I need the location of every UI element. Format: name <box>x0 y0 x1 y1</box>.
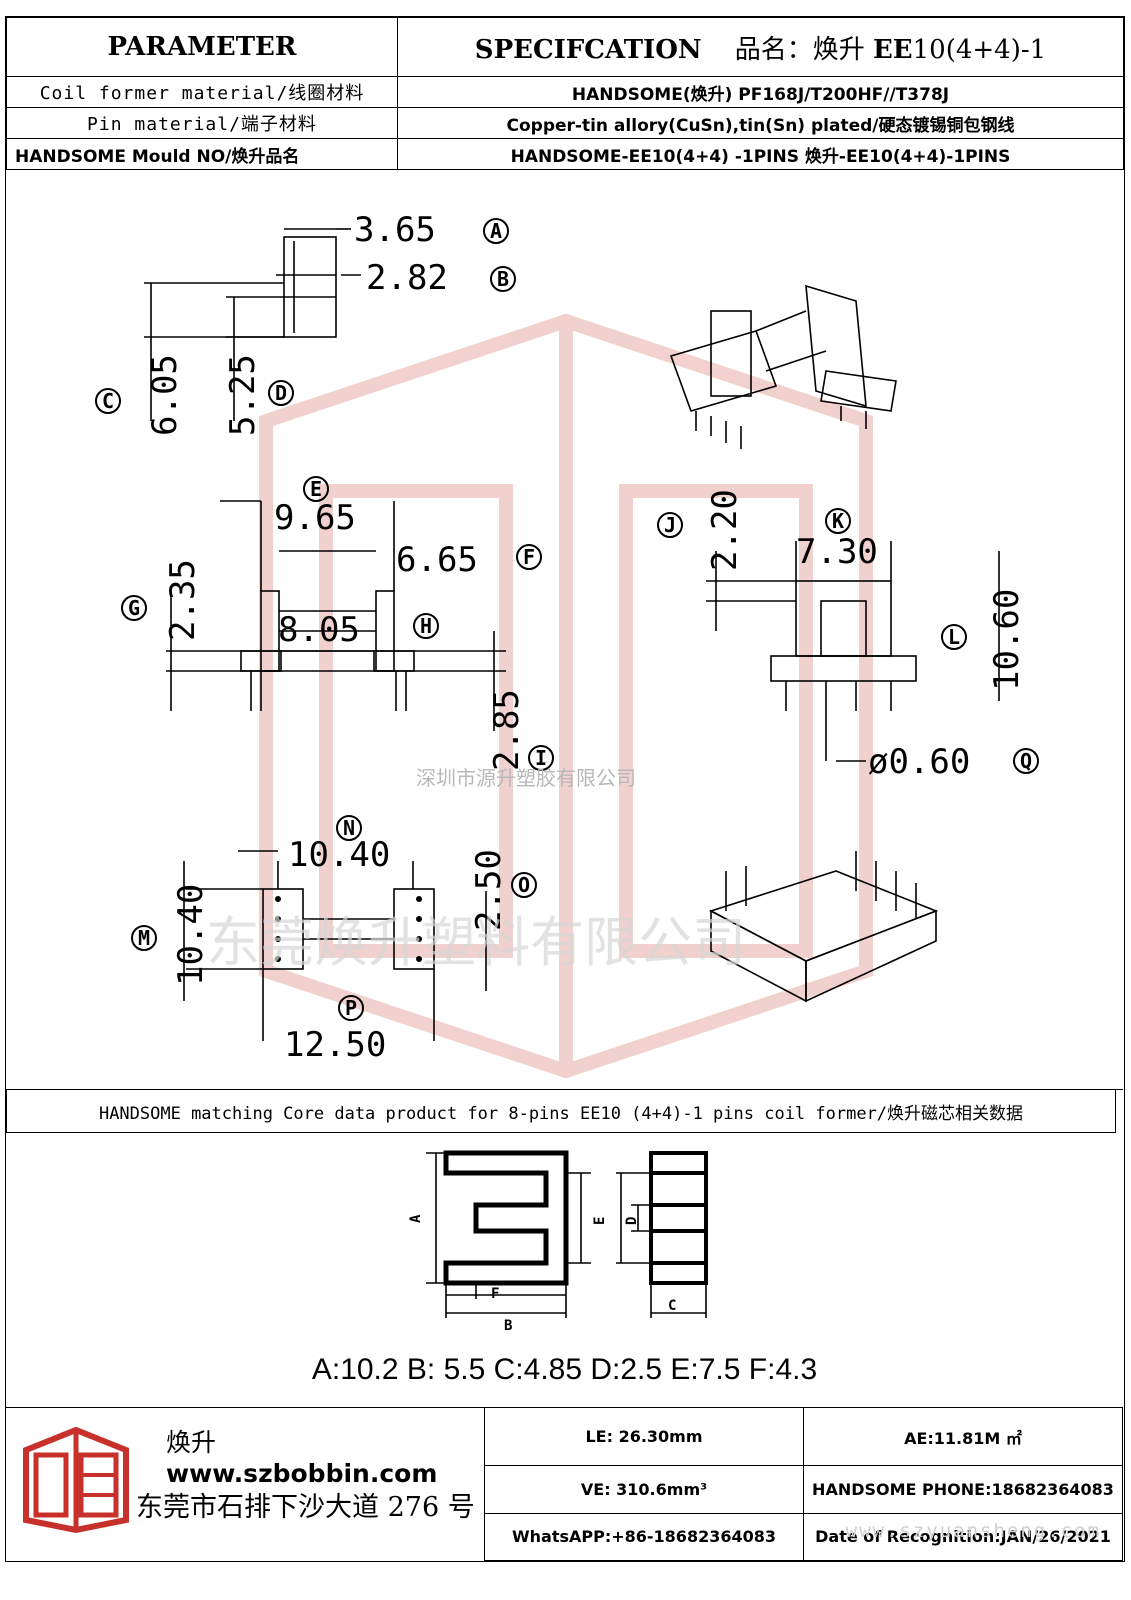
circle-G: G <box>121 595 147 621</box>
pin-material-value: Copper-tin allory(CuSn),tin(Sn) plated/硬… <box>397 107 1124 139</box>
dim-K: 7.30 <box>796 532 878 572</box>
coil-material-value: HANDSOME(焕升) PF168J/T200HF//T378J <box>397 76 1124 108</box>
iso-view-top <box>669 284 897 449</box>
svg-text:F: F <box>523 545 535 569</box>
dim-M: 10.40 <box>171 884 211 986</box>
watermark-site: www.szyuansheng.com <box>845 1520 1101 1542</box>
footer-brand-box: 焕升 www.szbobbin.com 东莞市石排下沙大道 276 号 <box>6 1407 485 1561</box>
product-name-rest: 10(4+4)-1 <box>912 34 1047 65</box>
svg-text:Q: Q <box>1020 749 1032 773</box>
core-values: A:10.2 B: 5.5 C:4.85 D:2.5 E:7.5 F:4.3 <box>311 1353 818 1386</box>
svg-text:M: M <box>138 926 150 950</box>
iso-view-bottom <box>708 851 939 1003</box>
core-label-B: B <box>504 1318 512 1334</box>
dim-H: 8.05 <box>278 610 360 650</box>
circle-I: I <box>528 745 554 771</box>
svg-text:E: E <box>310 477 322 501</box>
svg-text:G: G <box>128 596 140 620</box>
bottom-view <box>183 850 487 1041</box>
circle-P: P <box>338 995 364 1021</box>
svg-text:J: J <box>664 513 676 537</box>
parameter-header: PARAMETER <box>6 17 398 77</box>
phone-value: HANDSOME PHONE:18682364083 <box>803 1465 1123 1514</box>
svg-text:D: D <box>275 381 287 405</box>
pin-dots <box>275 896 422 962</box>
watermark-large: 东莞焕升塑料有限公司 <box>206 911 746 974</box>
svg-text:O: O <box>518 873 530 897</box>
svg-text:L: L <box>948 625 960 649</box>
company-logo <box>23 1426 129 1534</box>
company-address: 东莞市石排下沙大道 276 号 <box>136 1492 475 1523</box>
circle-Q: Q <box>1013 748 1039 774</box>
circle-J: J <box>657 512 683 538</box>
circle-C: C <box>95 388 121 414</box>
dim-C: 6.05 <box>145 354 185 436</box>
core-label-E: E <box>592 1217 608 1225</box>
dim-B: 2.82 <box>366 258 448 298</box>
brand-name: 焕升 <box>166 1428 217 1457</box>
date-value: Date of Recognition:JAN/26/2021 <box>803 1512 1123 1562</box>
dim-O: 2.50 <box>469 849 509 931</box>
svg-text:C: C <box>102 389 114 413</box>
brand-website: www.szbobbin.com <box>166 1459 438 1488</box>
mould-no-value: HANDSOME-EE10(4+4) -1PINS 焕升-EE10(4+4)-1… <box>397 138 1124 170</box>
dim-J: 2.20 <box>705 489 745 571</box>
circle-D: D <box>268 380 294 406</box>
header-table: PARAMETER SPECIFCATION 品名：焕升 EE10(4+4)-1… <box>6 17 1124 170</box>
dim-I: 2.85 <box>487 689 527 771</box>
footer: 焕升 www.szbobbin.com 东莞市石排下沙大道 276 号 LE: … <box>6 1406 1123 1562</box>
circle-M: M <box>131 925 157 951</box>
dim-D: 5.25 <box>223 354 263 436</box>
dim-Q: ø0.60 <box>868 742 970 782</box>
circle-A: A <box>483 218 509 244</box>
circle-O: O <box>511 872 537 898</box>
watermark-logo <box>259 313 873 1079</box>
circle-B: B <box>490 266 516 292</box>
magnetic-data-table: LE: 26.30mm AE:11.81M ㎡ VE: 310.6mm³ HAN… <box>484 1406 1123 1562</box>
dim-P: 12.50 <box>284 1025 386 1065</box>
le-value: LE: 26.30mm <box>484 1406 804 1467</box>
core-label-C: C <box>668 1298 676 1314</box>
side-view <box>706 541 1000 762</box>
profile-view <box>144 228 361 421</box>
whatsapp-value: WhatsAPP:+86-18682364083 <box>484 1512 804 1562</box>
product-name-bold: EE <box>872 34 913 65</box>
dim-E: 9.65 <box>274 498 356 538</box>
svg-text:K: K <box>832 509 844 533</box>
circle-L: L <box>941 624 967 650</box>
dim-G: 2.35 <box>163 559 203 641</box>
svg-text:P: P <box>345 996 357 1020</box>
spec-label: SPECIFCATION <box>474 34 702 65</box>
dim-L: 10.60 <box>987 589 1027 691</box>
dim-N: 10.40 <box>288 835 390 875</box>
svg-text:B: B <box>497 267 509 291</box>
ae-value: AE:11.81M ㎡ <box>803 1406 1123 1467</box>
pin-material-label: Pin material/端子材料 <box>6 107 398 139</box>
svg-text:I: I <box>535 746 547 770</box>
coil-material-label: Coil former material/线圈材料 <box>6 76 398 108</box>
dim-F: 6.65 <box>396 540 478 580</box>
circle-H: H <box>413 613 439 639</box>
specification-header: SPECIFCATION 品名：焕升 EE10(4+4)-1 <box>397 17 1124 77</box>
circle-E: E <box>303 476 329 502</box>
svg-text:N: N <box>343 816 355 840</box>
circle-N: N <box>336 815 362 841</box>
core-label-A: A <box>408 1214 424 1223</box>
ve-value: VE: 310.6mm³ <box>484 1465 804 1514</box>
svg-text:H: H <box>420 614 432 638</box>
dim-A: 3.65 <box>354 210 436 250</box>
technical-drawing: 3.65 2.82 6.05 5.25 9.65 6.65 2.35 8.05 … <box>6 210 1123 1090</box>
svg-text:A: A <box>490 219 502 243</box>
circle-F: F <box>516 544 542 570</box>
mould-no-label: HANDSOME Mould NO/焕升品名 <box>6 138 398 170</box>
watermark-small: 深圳市源升塑胶有限公司 <box>416 766 636 790</box>
spec-sheet: PARAMETER SPECIFCATION 品名：焕升 EE10(4+4)-1… <box>5 16 1125 1562</box>
brand-line: 焕升 www.szbobbin.com <box>166 1423 484 1488</box>
front-view <box>166 500 506 731</box>
core-data-title: HANDSOME matching Core data product for … <box>6 1089 1116 1133</box>
circle-K: K <box>825 508 851 534</box>
core-label-F: F <box>491 1286 499 1302</box>
product-name-label: 品名：焕升 <box>734 34 865 65</box>
core-label-D: D <box>624 1217 640 1225</box>
